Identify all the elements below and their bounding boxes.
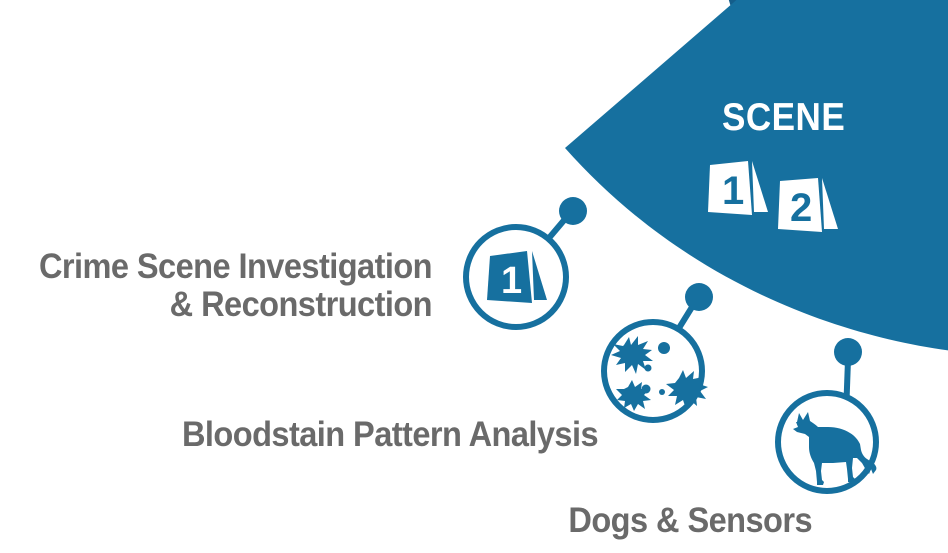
splatter-blob-1 [611, 336, 653, 374]
scene-marker-1: 1 [708, 161, 768, 215]
scene-marker-2-flap [822, 178, 838, 229]
evidence-marker-number: 1 [501, 260, 522, 302]
scene-marker-1-flap [752, 161, 768, 212]
scene-marker-1-number: 1 [722, 169, 744, 213]
node-3-pin-dot [834, 338, 862, 366]
scene-title-overlay: SCENE [722, 96, 846, 139]
splatter-dot-4 [659, 389, 665, 395]
blood-splatter-icon [611, 336, 708, 411]
splatter-dot-1 [658, 342, 670, 354]
police-dog-icon [793, 412, 877, 485]
label-crime-scene-investigation: Crime Scene Investigation & Reconstructi… [38, 247, 433, 324]
node-1-pin-dot [559, 197, 587, 225]
evidence-marker-flap [532, 251, 547, 300]
label-dogs-and-sensors: Dogs & Sensors [568, 501, 812, 540]
splatter-dot-2 [644, 364, 652, 372]
evidence-marker-body [487, 251, 532, 303]
fan-main-wedge [565, 0, 948, 351]
scene-marker-1-body [708, 161, 752, 215]
scene-marker-2-body [778, 178, 822, 232]
node-2-pin-dot [685, 283, 713, 311]
label-bloodstain-pattern-analysis: Bloodstain Pattern Analysis [181, 415, 599, 454]
splatter-dot-3 [641, 384, 651, 394]
splatter-blob-3 [616, 380, 651, 411]
scene-marker-2-number: 2 [790, 186, 812, 230]
dog-silhouette [793, 412, 877, 485]
evidence-marker-icon: 1 [487, 251, 547, 303]
splatter-blob-2 [666, 370, 708, 409]
scene-marker-2: 2 [778, 178, 838, 232]
